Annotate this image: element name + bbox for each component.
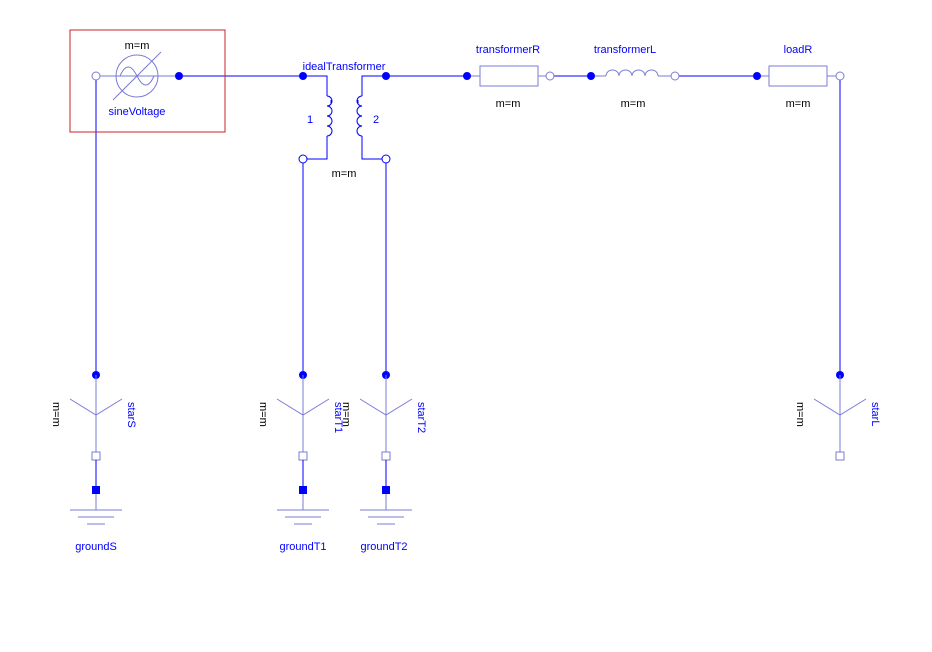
groundT1-pin[interactable] bbox=[299, 486, 307, 494]
starS-name: starS bbox=[125, 402, 137, 428]
starT2-param: m=m bbox=[340, 402, 352, 427]
transformerL-pin-right[interactable] bbox=[670, 71, 680, 81]
primary-lead-top bbox=[303, 75, 328, 96]
secondary-positive-pin[interactable] bbox=[382, 72, 390, 80]
load-resistor[interactable]: loadR m=m bbox=[753, 44, 845, 110]
transformer-param: m=m bbox=[332, 168, 357, 180]
loadR-pin-right[interactable] bbox=[835, 71, 845, 81]
sine-voltage-source[interactable]: m=m sineVoltage bbox=[69, 29, 226, 133]
loadR-param: m=m bbox=[786, 98, 811, 110]
starS-pin-n[interactable] bbox=[91, 451, 101, 461]
ground-t2[interactable]: groundT2 bbox=[360, 460, 412, 553]
primary-negative-pin[interactable] bbox=[298, 154, 308, 164]
starT1-param: m=m bbox=[257, 402, 269, 427]
selection-frame bbox=[69, 29, 226, 133]
ground-s[interactable]: groundS bbox=[70, 460, 122, 553]
source-param: m=m bbox=[125, 40, 150, 52]
transformerR-param: m=m bbox=[496, 98, 521, 110]
groundS-name: groundS bbox=[75, 541, 117, 553]
winding-2-label: 2 bbox=[373, 114, 379, 126]
star-s[interactable]: m=m starS bbox=[50, 371, 137, 461]
starL-pin-n[interactable] bbox=[835, 451, 845, 461]
starL-name: starL bbox=[869, 402, 881, 426]
inductor-coil bbox=[605, 69, 659, 77]
transformerL-param: m=m bbox=[621, 98, 646, 110]
starT1-pin-n[interactable] bbox=[298, 451, 308, 461]
source-negative-pin[interactable] bbox=[91, 71, 101, 81]
transformerL-pin-left[interactable] bbox=[587, 72, 595, 80]
transformer-name: idealTransformer bbox=[303, 61, 386, 73]
transformer-resistor[interactable]: transformerR m=m bbox=[463, 44, 555, 110]
secondary-lead-bottom bbox=[361, 136, 386, 160]
groundS-pin[interactable] bbox=[92, 486, 100, 494]
secondary-lead-top bbox=[361, 75, 386, 96]
winding-1-label: 1 bbox=[307, 114, 313, 126]
loadR-pin-left[interactable] bbox=[753, 72, 761, 80]
transformer-inductor[interactable]: transformerL m=m bbox=[587, 44, 680, 110]
groundT1-name: groundT1 bbox=[279, 541, 326, 553]
transformerR-pin-right[interactable] bbox=[545, 71, 555, 81]
star-l[interactable]: m=m starL bbox=[794, 371, 881, 461]
star-t2[interactable]: m=m starT2 bbox=[340, 371, 427, 461]
load-body bbox=[768, 65, 828, 87]
star-t1[interactable]: m=m starT1 bbox=[257, 371, 344, 461]
primary-positive-pin[interactable] bbox=[299, 72, 307, 80]
starT2-pin-n[interactable] bbox=[381, 451, 391, 461]
transformerL-name: transformerL bbox=[594, 44, 656, 56]
ideal-transformer[interactable]: idealTransformer 1 2 m=m bbox=[298, 61, 391, 180]
secondary-negative-pin[interactable] bbox=[381, 154, 391, 164]
starT1-name: starT1 bbox=[332, 402, 344, 433]
ground-t1[interactable]: groundT1 bbox=[277, 460, 329, 553]
source-positive-pin[interactable] bbox=[175, 72, 183, 80]
starS-param: m=m bbox=[50, 402, 62, 427]
starL-param: m=m bbox=[794, 402, 806, 427]
connection-wires bbox=[95, 75, 841, 375]
transformerR-name: transformerR bbox=[476, 44, 540, 56]
loadR-name: loadR bbox=[784, 44, 813, 56]
groundT2-pin[interactable] bbox=[382, 486, 390, 494]
starT2-name: starT2 bbox=[415, 402, 427, 433]
resistor-body bbox=[479, 65, 539, 87]
sine-wave-icon bbox=[119, 66, 155, 86]
groundT2-name: groundT2 bbox=[360, 541, 407, 553]
primary-lead-bottom bbox=[303, 136, 328, 160]
transformerR-pin-left[interactable] bbox=[463, 72, 471, 80]
source-name: sineVoltage bbox=[109, 106, 166, 118]
